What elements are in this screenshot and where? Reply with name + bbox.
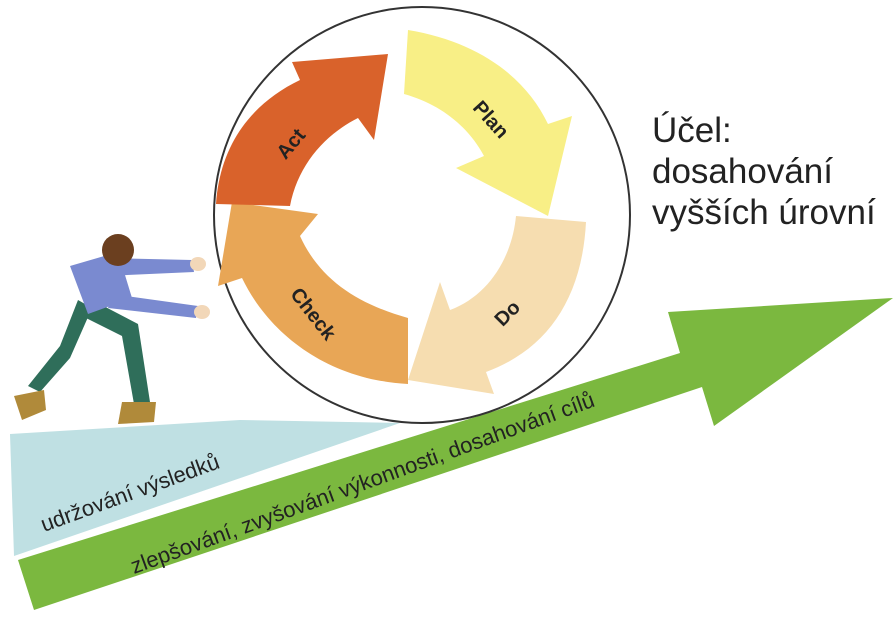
pushing-figure <box>14 234 210 424</box>
act-arrow <box>216 54 388 206</box>
do-arrow <box>408 216 586 394</box>
check-arrow <box>218 202 408 384</box>
figure-shoe <box>118 402 156 424</box>
figure-hand <box>190 257 206 271</box>
goal-line-2: dosahování <box>652 152 833 191</box>
figure-hand <box>194 305 210 319</box>
goal-line-3: vyšších úrovní <box>652 193 876 232</box>
goal-line-1: Účel: <box>652 111 732 150</box>
goal-text: Účel: dosahování vyšších úrovní <box>652 110 876 233</box>
plan-arrow <box>404 30 572 216</box>
figure-arm-lower <box>108 294 198 318</box>
improve-arrow <box>18 298 893 610</box>
figure-back-leg <box>28 300 92 392</box>
maintain-wedge <box>10 420 400 556</box>
figure-shoe <box>14 390 46 420</box>
figure-head <box>102 234 134 266</box>
figure-front-leg <box>86 300 150 404</box>
